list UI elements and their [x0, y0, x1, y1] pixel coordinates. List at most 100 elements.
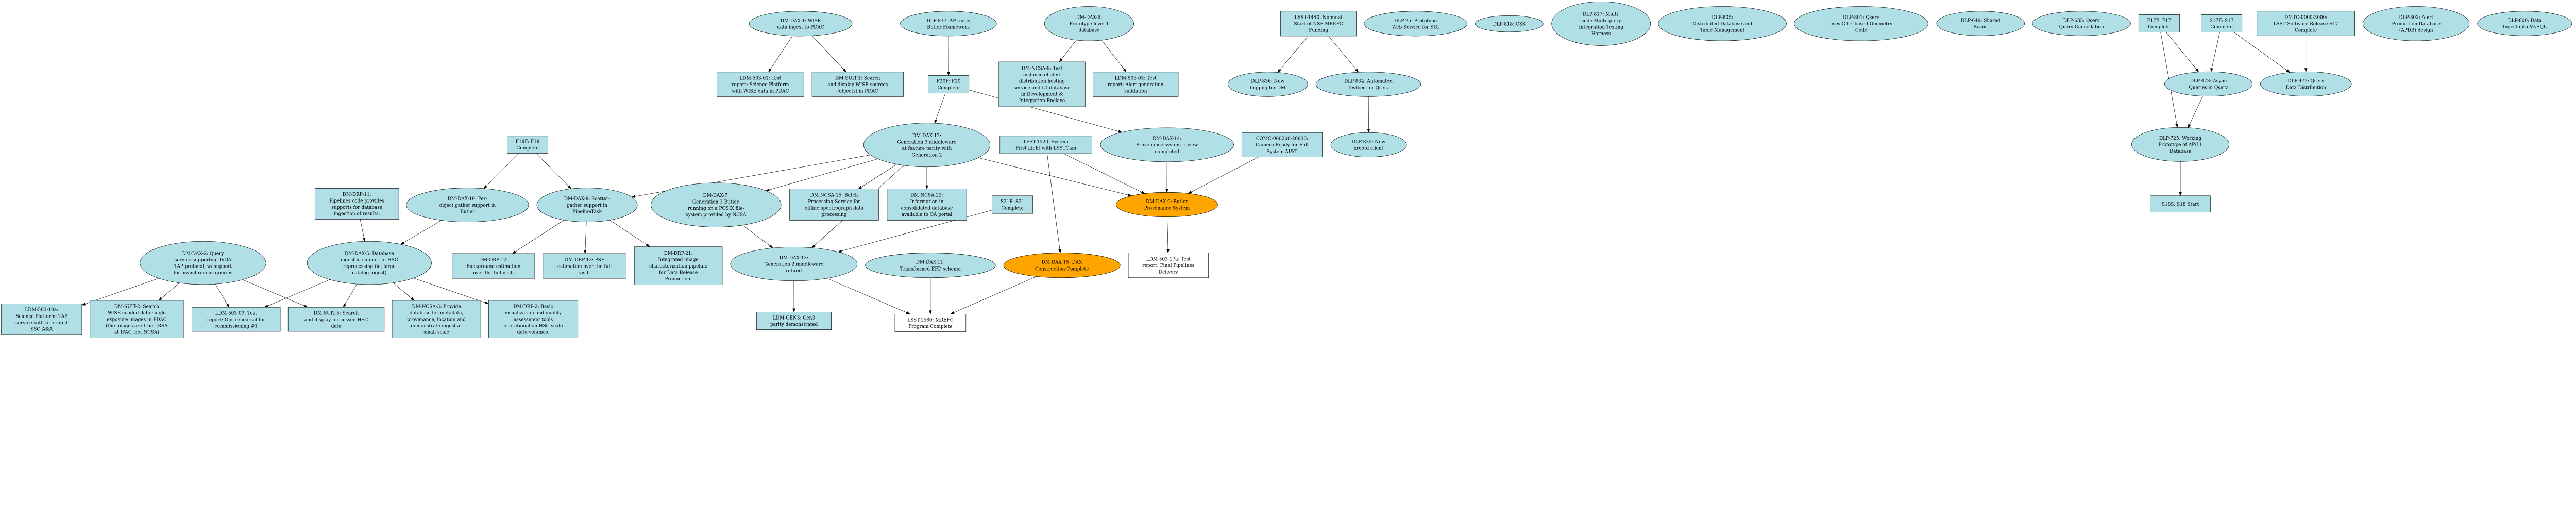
arrowhead-icon [2210, 68, 2213, 73]
node-box [1280, 11, 1357, 37]
node-dm-dax-11[interactable]: DM-DAX-11:Transformed EFD schema [865, 253, 996, 278]
edge-line [413, 278, 486, 303]
node-box [192, 307, 281, 332]
node-box [1241, 132, 1323, 157]
node-ellipse [1315, 72, 1421, 97]
edge-dm-dax-9-to-ldm-503-17a [1166, 216, 1170, 254]
arrowhead-icon [512, 250, 517, 254]
arrowhead-icon [842, 68, 847, 73]
node-dm-dax-7[interactable]: DM-DAX-7:Generation 3 Butler,running on … [651, 182, 782, 227]
edge-dlp-834-to-dlp-835 [1367, 96, 1370, 133]
arrowhead-icon [765, 188, 770, 191]
node-ellipse [2260, 71, 2352, 96]
node-ellipse [749, 11, 853, 37]
node-box [1093, 72, 1179, 97]
edge-line [215, 283, 228, 305]
edge-line [403, 220, 442, 243]
node-dlp-818[interactable]: DLP-818: CSS [1475, 15, 1544, 32]
edge-line [953, 276, 1037, 313]
node-box [998, 61, 1086, 107]
edge-dlp-837-to-f20f [947, 36, 950, 76]
arrowhead-icon [646, 243, 651, 247]
arrowhead-icon [1355, 69, 1359, 73]
edge-f20f-to-dm-dax-14 [969, 90, 1123, 133]
node-dmtc-0000-3000[interactable]: DMTC-0000-3000:LSST Software Release S17… [2257, 11, 2355, 36]
node-ellipse [140, 241, 266, 285]
node-box [392, 300, 481, 338]
edge-line [1061, 40, 1077, 60]
node-ellipse [1227, 72, 1308, 97]
node-box [287, 307, 385, 332]
edge-line [2160, 32, 2177, 124]
node-box [811, 72, 904, 97]
edge-line [861, 164, 897, 188]
edge-dm-dax-8-to-dm-drp-13 [584, 222, 587, 254]
edge-dm-dax-5-to-ldm-503-09 [264, 279, 330, 308]
node-ellipse [1794, 6, 1928, 41]
edge-dm-dax-13-to-lsst-1580 [827, 278, 911, 314]
node-s18s[interactable]: S18S: S18 Start [2150, 195, 2211, 212]
arrowhead-icon [1118, 130, 1123, 133]
edge-dm-dax-2-to-ldm-503-09 [215, 283, 230, 308]
